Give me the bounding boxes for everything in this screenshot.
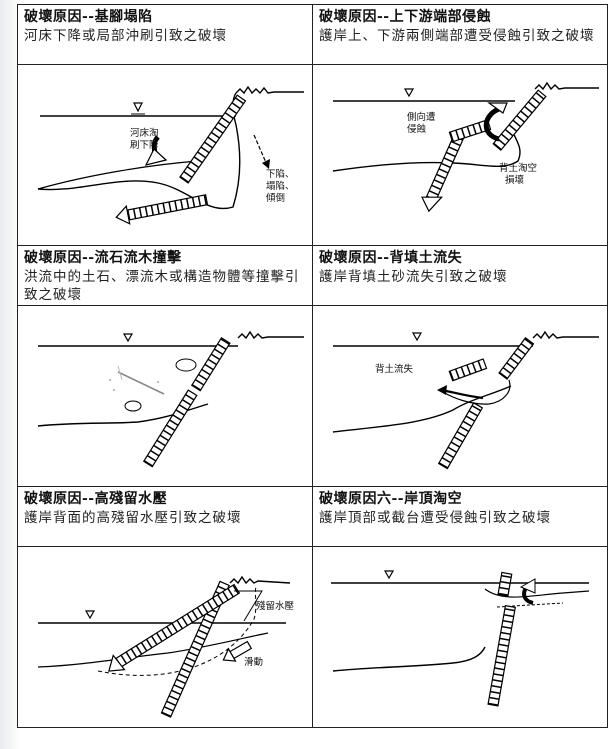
label-settle-3: 傾倒 [266, 192, 285, 204]
bank-top [532, 330, 599, 340]
panel-6-title: 破壞原因六--岸頂淘空 [319, 491, 463, 507]
scour-arrow-head [144, 148, 168, 166]
panel-5-figure: 殘留水壓 滑動 [17, 546, 313, 728]
river-bed [332, 385, 512, 433]
panel-5-caption: 破壞原因--高殘留水壓 護岸背面的高殘留水壓引致之破壞 [17, 486, 313, 547]
small-stone [124, 400, 142, 412]
water-level-icon [122, 333, 134, 343]
panel-2-caption: 破壞原因--上下游端部侵蝕 護岸上、下游兩側端部遭受侵蝕引致之破壞 [312, 4, 608, 65]
scoured-bed [37, 92, 241, 210]
label-scour-1: 河床淘 [130, 127, 159, 139]
original-bed [37, 160, 199, 190]
revetment-lower [487, 604, 516, 707]
panel-1-title: 破壞原因--基腳塌陷 [24, 9, 153, 25]
panel-1-caption: 破壞原因--基腳塌陷 河床下降或局部沖刷引致之破壞 [17, 4, 313, 65]
label-side-erosion-2: 侵蝕 [407, 123, 427, 135]
upper-revetment [492, 89, 547, 152]
debris-dot [109, 379, 111, 381]
panel-1-description: 河床下降或局部沖刷引致之破壞 [24, 28, 227, 44]
panel-3-title: 破壞原因--流石流木撞擊 [24, 250, 182, 266]
water-level-icon [383, 570, 395, 580]
revetment-upper [190, 337, 231, 392]
drift-log [117, 371, 165, 395]
loss-arrow-head [437, 385, 447, 395]
label-settle-1: 下陷、 [266, 168, 295, 180]
panel-2-title: 破壞原因--上下游端部侵蝕 [319, 9, 492, 25]
bank-top [237, 330, 304, 340]
panel-4-figure: 背土流失 [312, 305, 608, 487]
label-backfill-2: 損壞 [505, 174, 525, 186]
detached-block [448, 119, 492, 143]
crest-undermining-diagram [331, 570, 590, 707]
detached-block [448, 358, 488, 382]
label-residual-pressure: 殘留水壓 [256, 600, 295, 612]
end-erosion-diagram: 側向遭 侵蝕 背土淘空 損壞 [332, 81, 599, 213]
erosion-arrow-head [487, 102, 508, 114]
debris-dot [113, 389, 115, 391]
panel-5-title: 破壞原因--高殘留水壓 [24, 491, 168, 507]
lower-revetment [421, 134, 465, 213]
revetment-displaced [108, 583, 241, 672]
water-level-icon [411, 332, 423, 342]
panel-5-description: 護岸背面的高殘留水壓引致之破壞 [24, 510, 242, 526]
bank-top [229, 575, 291, 585]
label-slide: 滑動 [244, 657, 263, 668]
debris-dot [157, 381, 159, 383]
panel-6-description: 護岸頂部或截台遭受侵蝕引致之破壞 [319, 510, 551, 526]
panel-3-description: 洪流中的土石、漂流木或構造物體等撞擊引致之破壞 [24, 269, 300, 303]
panel-6-caption: 破壞原因六--岸頂淘空 護岸頂部或截台遭受侵蝕引致之破壞 [312, 486, 608, 547]
backfill-loss-diagram: 背土流失 [332, 330, 599, 470]
slide-arrow [222, 640, 253, 662]
water-level-icon [133, 102, 143, 113]
settlement-arrow-head [262, 159, 270, 169]
revetment-upper [498, 337, 535, 380]
log-debris [117, 365, 123, 381]
label-settle-2: 塌陷、 [266, 180, 295, 192]
panel-6-figure [312, 546, 608, 728]
slip-surface [97, 586, 257, 676]
label-side-erosion-1: 側向遭 [407, 111, 436, 123]
pressure-diagram [234, 590, 263, 622]
label-backfill-loss: 背土流失 [375, 363, 414, 375]
panel-4-description: 護岸背填土砂流失引致之破壞 [319, 269, 508, 285]
erosion-arrow-head [519, 578, 536, 594]
panel-2-figure: 側向遭 侵蝕 背土淘空 損壞 [312, 64, 608, 246]
label-backfill-1: 背土淘空 [499, 162, 537, 174]
backfill-void [442, 379, 511, 405]
label-scour-2: 刷下降 [130, 139, 159, 151]
panel-3-caption: 破壞原因--流石流木撞擊 洪流中的土石、漂流木或構造物體等撞擊引致之破壞 [17, 245, 313, 306]
river-bed [332, 126, 521, 172]
residual-pressure-diagram: 殘留水壓 滑動 [37, 575, 295, 718]
panel-1-figure: 河床淘 刷下降 下陷、 塌陷、 傾倒 [17, 64, 313, 246]
revetment-lower [142, 389, 198, 468]
water-level-icon [403, 88, 415, 98]
revetment-upper [497, 571, 513, 597]
failure-causes-grid: 破壞原因--基腳塌陷 河床下降或局部沖刷引致之破壞 破壞原因--上下游端部侵蝕 … [17, 4, 608, 728]
erosion-arrow-body [483, 106, 501, 142]
panel-3-figure [17, 305, 313, 487]
bank-top [235, 85, 304, 95]
settlement-arrow [253, 134, 268, 166]
rolling-stone [175, 358, 197, 372]
revetment-original [160, 580, 230, 718]
tilted-revetment [179, 94, 247, 184]
debris-impact-diagram [37, 330, 304, 468]
scour-collapse-diagram: 河床淘 刷下降 下陷、 塌陷、 傾倒 [37, 85, 304, 225]
river-bed [332, 646, 486, 672]
panel-4-caption: 破壞原因--背填土流失 護岸背填土砂流失引致之破壞 [312, 245, 608, 306]
water-level-icon [84, 610, 96, 620]
bank-top [534, 81, 599, 91]
revetment-lower [437, 402, 484, 470]
panel-2-description: 護岸上、下游兩側端部遭受侵蝕引致之破壞 [319, 28, 595, 44]
panel-4-title: 破壞原因--背填土流失 [319, 250, 463, 266]
sunken-footing [115, 194, 209, 225]
